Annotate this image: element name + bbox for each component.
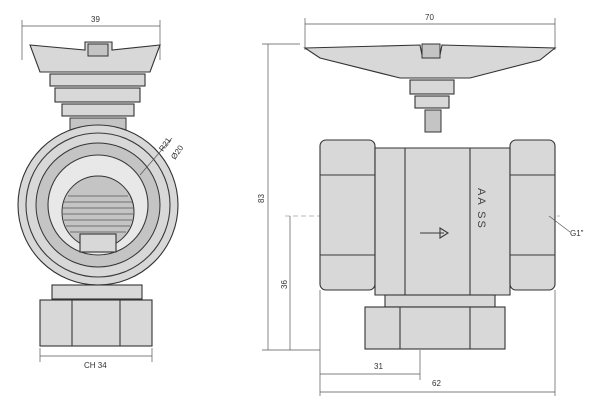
- valve-body: [374, 147, 511, 296]
- right-nut: [509, 139, 556, 291]
- diameter-label: Ø20: [169, 143, 185, 161]
- flow-arrow-icon: [420, 227, 450, 239]
- body-marking: AA SS: [475, 188, 487, 230]
- dimension-width-label: 39: [91, 15, 100, 24]
- dimension-width-label: 70: [425, 13, 434, 22]
- length-label: 62: [432, 379, 441, 388]
- axis-height-label: 36: [280, 280, 289, 289]
- bottom-nut: [39, 299, 153, 347]
- thread-label: G1": [570, 229, 584, 238]
- half-length-label: 31: [374, 362, 383, 371]
- front-view: 70 83 36 AA SS G1" 31 62: [257, 13, 584, 396]
- handle: [29, 41, 161, 73]
- dimension-height-label: 83: [257, 194, 266, 203]
- bottom-nut: [364, 306, 506, 350]
- butterfly-handle: [303, 44, 557, 79]
- left-nut: [319, 139, 376, 291]
- side-view: 39 R21 Ø20 CH 34: [17, 15, 186, 370]
- handle-nut: [87, 43, 109, 57]
- wrench-size-label: CH 34: [84, 361, 107, 370]
- radius-label: R21: [157, 136, 173, 154]
